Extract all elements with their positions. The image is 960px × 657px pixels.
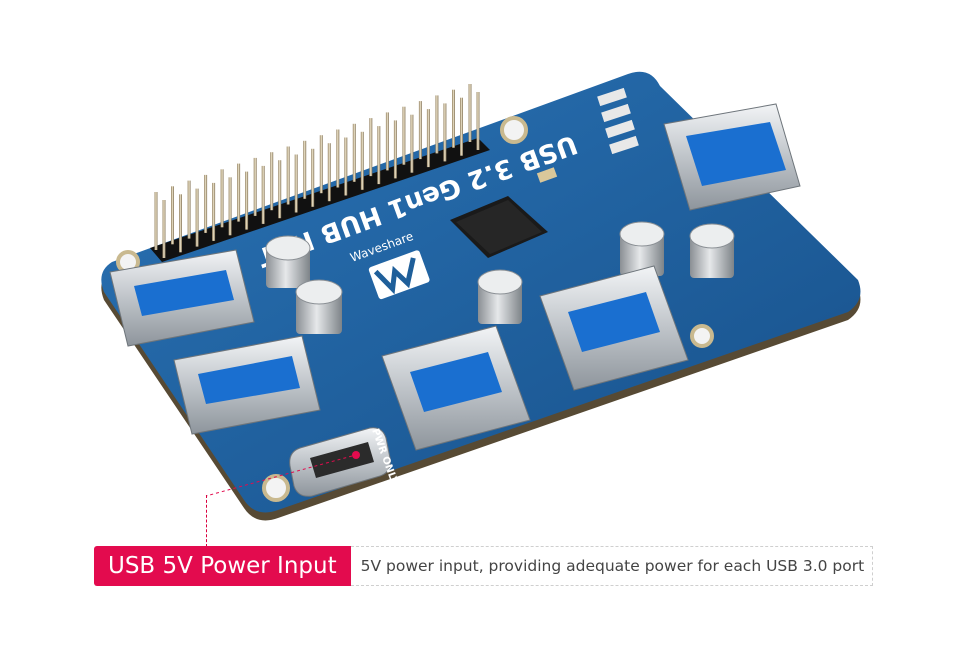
gpio-pin (435, 95, 439, 154)
usb-a-port (539, 265, 689, 391)
gpio-pin (402, 106, 406, 165)
gpio-pin (171, 186, 174, 245)
gpio-pin (303, 140, 307, 199)
usb-a-port (109, 249, 255, 347)
mounting-hole (500, 116, 528, 144)
capacitors (265, 221, 735, 334)
led-indicator (605, 119, 635, 139)
callout-description: 5V power input, providing adequate power… (350, 546, 874, 586)
usb-a-port (173, 335, 321, 435)
gpio-pin (228, 177, 232, 236)
gpio-pin (468, 84, 472, 142)
gpio-pin (452, 89, 455, 148)
gpio-pin (410, 114, 414, 173)
gpio-pin (311, 148, 315, 207)
mounting-hole (262, 474, 290, 502)
gpio-pin (418, 101, 422, 160)
usb-a-ports (109, 103, 801, 451)
gpio-pin (443, 103, 447, 162)
gpio-pin (360, 131, 364, 190)
gpio-header-base (150, 138, 490, 262)
gpio-pin (270, 152, 274, 211)
capacitor (265, 235, 311, 288)
gpio-pin (195, 188, 199, 247)
waveshare-logo (368, 250, 430, 300)
capacitor (689, 223, 735, 278)
gpio-pin (327, 143, 331, 202)
led-indicator (609, 135, 639, 155)
gpio-pin (220, 169, 224, 228)
mounting-hole (690, 324, 714, 348)
gpio-pin (162, 200, 166, 258)
usb-c-port (289, 427, 391, 497)
gpio-pin (261, 165, 265, 224)
led-indicator (601, 103, 631, 123)
gpio-pin (369, 118, 373, 177)
gpio-pin (319, 135, 323, 194)
gpio-pin (245, 171, 249, 230)
crystal (536, 167, 558, 183)
capacitor (477, 269, 523, 324)
led-indicators (597, 87, 639, 155)
gpio-pin (294, 154, 298, 213)
callout-box: USB 5V Power Input 5V power input, provi… (94, 546, 874, 586)
gpio-pin (179, 194, 182, 253)
gpio-pin (286, 146, 290, 205)
gpio-pin (187, 180, 191, 239)
callout-title: USB 5V Power Input (94, 546, 351, 586)
hub-chip (450, 196, 548, 258)
gpio-pin (278, 160, 282, 219)
capacitor (619, 221, 665, 276)
led-indicator (597, 87, 627, 107)
gpio-pin (212, 182, 216, 241)
gpio-pin (336, 129, 340, 188)
usb-a-port (663, 103, 801, 211)
gpio-pins (154, 84, 480, 258)
gpio-pin (204, 174, 208, 233)
gpio-pin (344, 137, 348, 196)
gpio-pin (426, 109, 430, 168)
callout-dot (352, 451, 360, 459)
mounting-holes (116, 116, 714, 502)
gpio-pin (154, 192, 158, 250)
gpio-pin (377, 126, 381, 185)
gpio-pin (237, 163, 241, 222)
gpio-pin (476, 92, 480, 150)
gpio-pin (253, 157, 257, 216)
gpio-pin (393, 120, 397, 179)
callout-pointer (206, 495, 207, 547)
gpio-pin (385, 112, 389, 171)
callout-leader (205, 455, 353, 497)
usb-a-port (381, 325, 531, 451)
gpio-pin (460, 97, 463, 156)
gpio-pin (352, 123, 356, 182)
capacitor (295, 279, 343, 334)
